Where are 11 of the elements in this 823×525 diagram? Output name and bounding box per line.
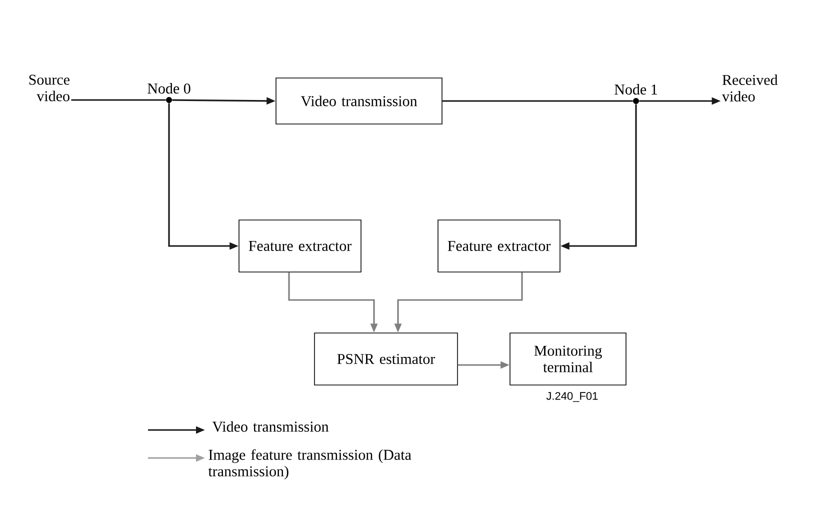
legend-text: Image feature transmission (Data transmission): [208, 449, 412, 480]
text-label: Received video: [722, 74, 778, 102]
process-box: Video transmission: [276, 78, 442, 124]
text-label: Source video: [29, 74, 70, 102]
process-box: Feature extractor: [238, 220, 362, 272]
process-box: Monitoring terminal: [510, 332, 626, 386]
process-box: PSNR estimator: [314, 332, 458, 386]
process-box: Feature extractor: [438, 220, 560, 272]
legend-text: Video transmission: [212, 421, 329, 432]
node-label: Node 1: [614, 84, 657, 95]
node-label: Node 0: [148, 83, 190, 94]
